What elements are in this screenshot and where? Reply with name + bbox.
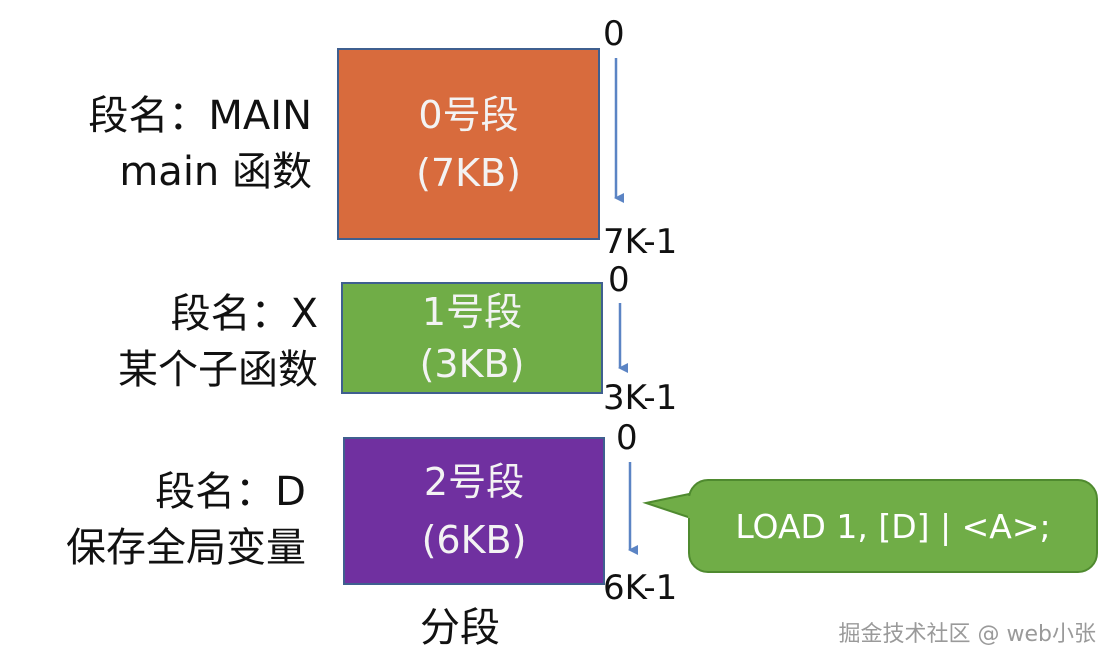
segment-0-title: 0号段 bbox=[418, 93, 519, 137]
segment-2-name: 段名：D bbox=[155, 469, 306, 515]
segment-2-start-address: 0 bbox=[616, 418, 638, 458]
segment-0-end-address: 7K-1 bbox=[603, 222, 678, 262]
segment-1-name: 段名：X bbox=[170, 291, 318, 337]
callout-tail bbox=[642, 491, 695, 521]
segment-2-label: 段名：D 保存全局变量 bbox=[66, 464, 306, 576]
segment-0-size: (7KB) bbox=[416, 151, 521, 195]
instruction-callout: LOAD 1, [D] | <A>; bbox=[688, 479, 1098, 573]
segment-1-description: 某个子函数 bbox=[118, 347, 318, 393]
segment-2-description: 保存全局变量 bbox=[66, 525, 306, 571]
segment-1-title: 1号段 bbox=[421, 290, 523, 334]
segment-1-start-address: 0 bbox=[608, 260, 630, 300]
diagram-caption: 分段 bbox=[420, 605, 500, 651]
segment-2-size: (6KB) bbox=[421, 518, 527, 562]
segment-1-box: 1号段 (3KB) bbox=[341, 282, 603, 394]
segment-0-start-address: 0 bbox=[603, 14, 625, 54]
segment-2-end-address: 6K-1 bbox=[603, 568, 678, 608]
segment-0-description: main 函数 bbox=[119, 149, 312, 195]
segment-1-end-address: 3K-1 bbox=[603, 378, 678, 418]
instruction-text: LOAD 1, [D] | <A>; bbox=[735, 506, 1051, 546]
segment-1-label: 段名：X 某个子函数 bbox=[118, 286, 318, 398]
watermark: 掘金技术社区 @ web小张 bbox=[838, 622, 1096, 647]
segment-0-box: 0号段 (7KB) bbox=[337, 48, 600, 240]
segment-2-title: 2号段 bbox=[423, 460, 525, 504]
segment-1-size: (3KB) bbox=[419, 342, 525, 386]
segment-2-box: 2号段 (6KB) bbox=[343, 437, 605, 585]
callout-tail-join bbox=[688, 496, 696, 518]
segment-0-label: 段名：MAIN main 函数 bbox=[88, 88, 312, 200]
segment-0-name: 段名：MAIN bbox=[88, 93, 312, 139]
